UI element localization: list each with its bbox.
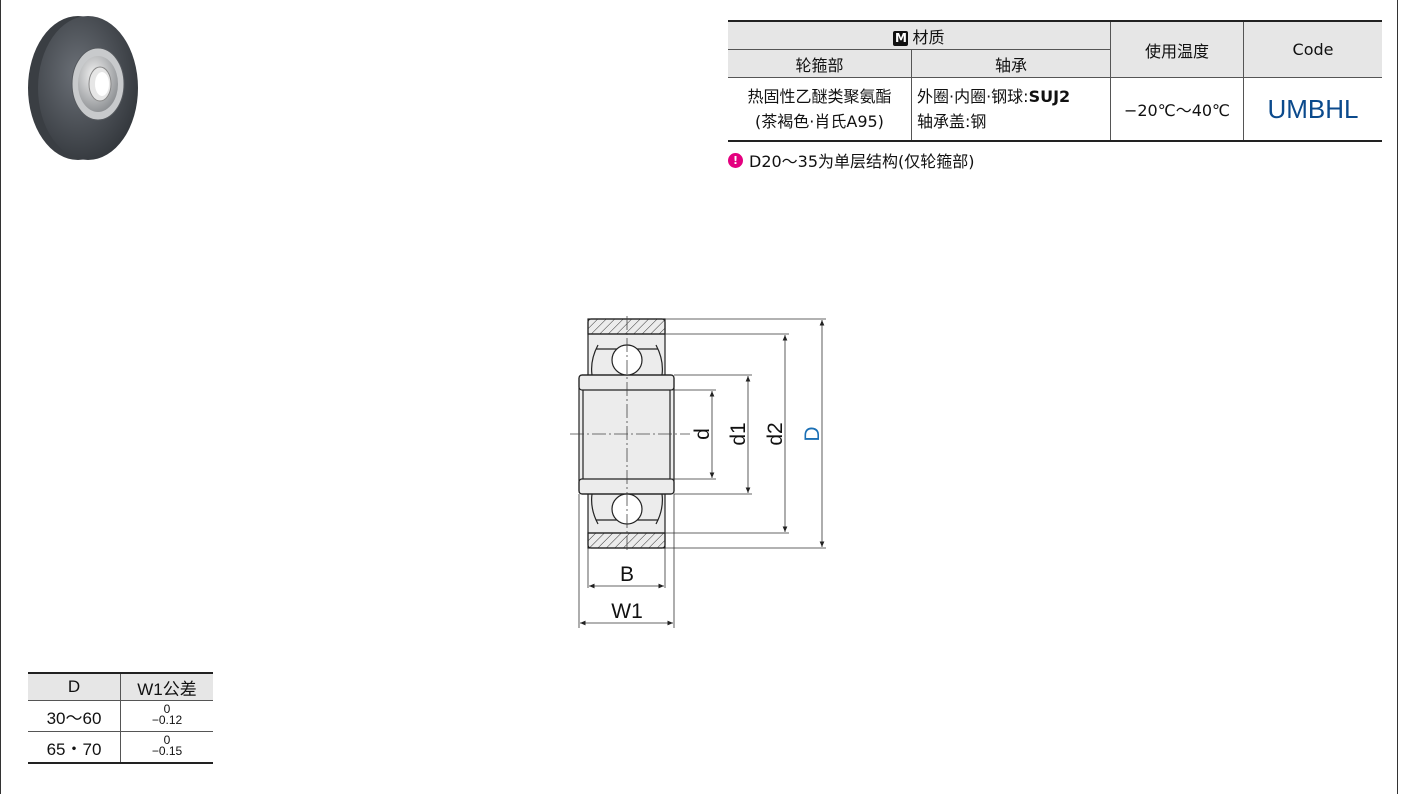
wheel-header: 轮箍部 (728, 49, 912, 78)
code-header: Code (1243, 21, 1382, 78)
wheel-material: 热固性乙醚类聚氨酯(茶褐色·肖氏A95) (747, 87, 892, 131)
page-border-right (1397, 0, 1398, 794)
structure-note: ! D20～35为单层结构(仅轮箍部) (728, 148, 975, 172)
temperature-header: 使用温度 (1110, 21, 1244, 78)
tol-header-d: D (28, 672, 121, 701)
table-row: 65・70 0−0.15 (28, 731, 213, 764)
bearing-header: 轴承 (911, 49, 1111, 78)
table-row: 30～60 0−0.12 (28, 700, 213, 732)
w1-tolerance-table: D W1公差 30～60 0−0.12 65・70 0−0.15 (28, 672, 213, 764)
tol-header-w1: W1公差 (120, 672, 213, 701)
exclamation-pin-icon: ! (728, 152, 743, 168)
material-m-badge: M (893, 30, 909, 46)
wheel-photo (28, 16, 138, 160)
dim-label-D: D (801, 426, 824, 441)
dim-label-d2: d2 (764, 422, 787, 445)
temperature-value: −20℃～40℃ (1110, 77, 1244, 141)
dim-label-W1: W1 (611, 600, 643, 623)
dim-label-d: d (691, 428, 714, 440)
dim-label-d1: d1 (727, 422, 750, 445)
page-border-left (0, 0, 1, 794)
product-code: UMBHL (1243, 77, 1382, 141)
dim-label-B: B (620, 563, 634, 586)
